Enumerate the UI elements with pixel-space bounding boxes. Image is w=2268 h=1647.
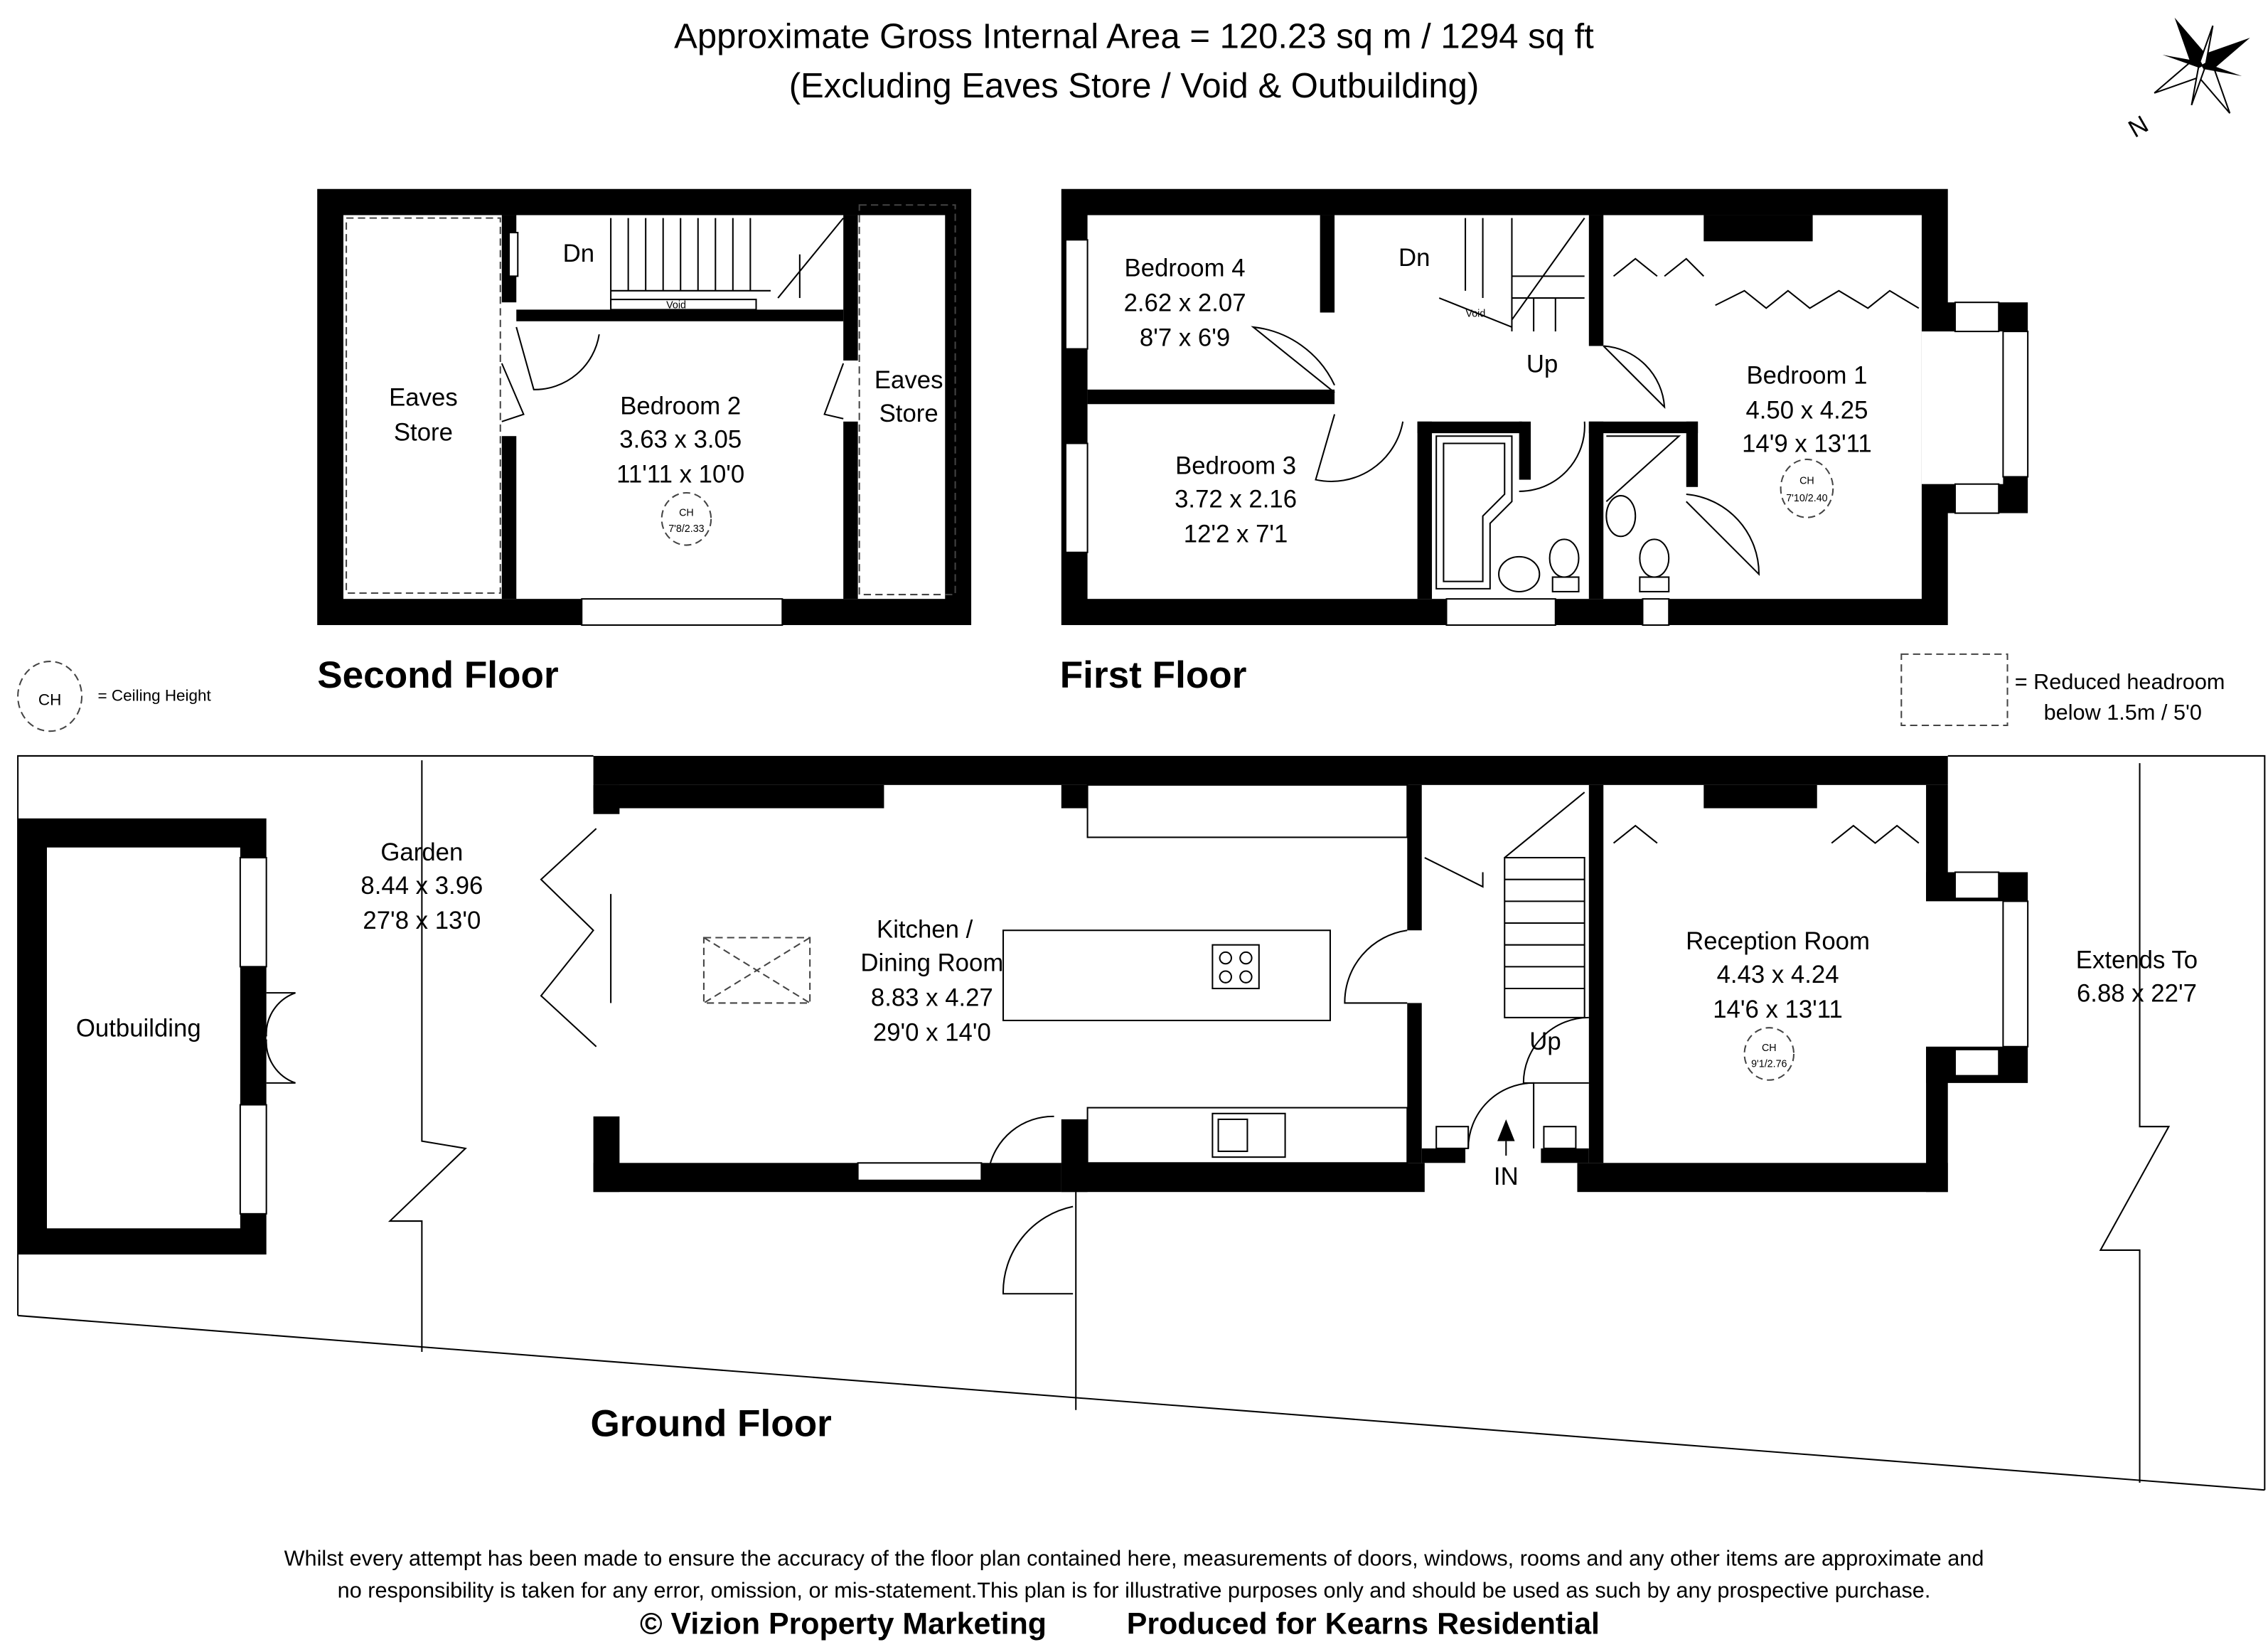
legend-reduced-line1: = Reduced headroom [2015, 670, 2225, 694]
garden-imperial: 27'8 x 13'0 [363, 907, 481, 934]
disclaimer-line1: Whilst every attempt has been made to en… [284, 1547, 1984, 1571]
ceiling-height-marker [660, 491, 712, 546]
door-ensuite[interactable] [1686, 493, 1760, 576]
door-eaves-left[interactable] [501, 363, 525, 422]
ceiling-height-marker [1743, 1027, 1795, 1081]
garden-name: Garden [380, 839, 463, 866]
kitchen-name-2: Dining Room [860, 949, 1003, 976]
bifold-doors[interactable] [540, 828, 597, 1048]
bedroom3-imperial: 12'2 x 7'1 [1184, 521, 1288, 548]
area-title: Approximate Gross Internal Area = 120.23… [674, 17, 1594, 55]
eaves-store-right-label-2: Store [879, 400, 938, 427]
reception-metric: 4.43 x 4.24 [1717, 961, 1839, 988]
skylight [702, 937, 811, 1004]
outbuilding-doors[interactable] [265, 992, 296, 1084]
ch-label: CH [679, 508, 694, 519]
up-label-first: Up [1526, 351, 1558, 378]
door-kitchen-hall[interactable] [1344, 929, 1408, 1004]
ch-label: CH [1799, 476, 1814, 487]
ch-value-bedroom2: 7'8/2.33 [668, 523, 704, 535]
legend-ch-symbol: CH [38, 691, 61, 708]
kitchen-metric: 8.83 x 4.27 [871, 985, 993, 1012]
bedroom2-name: Bedroom 2 [620, 393, 741, 420]
eaves-store-left-label-2: Store [394, 419, 453, 446]
eaves-store-left-area [346, 217, 501, 595]
hob-icon [1211, 944, 1260, 990]
ch-label: CH [1762, 1043, 1777, 1054]
up-label-ground: Up [1529, 1028, 1561, 1055]
bath-icon [1435, 435, 1513, 590]
eaves-store-left-label: Eaves [389, 384, 458, 411]
entrance-arrow-icon [1497, 1119, 1515, 1141]
reduced-headroom-legend-icon [1900, 653, 2008, 727]
area-subtitle: (Excluding Eaves Store / Void & Outbuild… [789, 67, 1480, 105]
ceiling-height-marker [1780, 458, 1834, 518]
shower-icon [1605, 435, 1681, 502]
kitchen-imperial: 29'0 x 14'0 [873, 1020, 991, 1047]
reception-imperial: 14'6 x 13'11 [1713, 996, 1843, 1023]
bedroom4-name: Bedroom 4 [1125, 255, 1246, 282]
produced-for: Produced for Kearns Residential [1127, 1607, 1600, 1641]
door-garden-gate[interactable] [1002, 1205, 1074, 1295]
door-reception[interactable] [1522, 1016, 1589, 1084]
door-bedroom4[interactable] [1251, 326, 1336, 393]
compass-icon [2154, 17, 2250, 114]
door-bedroom2[interactable] [515, 326, 600, 390]
legend-reduced-line2: below 1.5m / 5'0 [2044, 700, 2202, 725]
door-bathroom[interactable] [1519, 421, 1585, 492]
bedroom1-metric: 4.50 x 4.25 [1745, 398, 1868, 425]
second-floor-title: Second Floor [317, 654, 558, 696]
ensuite-basin-icon [1605, 495, 1637, 538]
bedroom4-imperial: 8'7 x 6'9 [1140, 325, 1230, 352]
legend-ch-text: = Ceiling Height [98, 686, 212, 704]
disclaimer-line2: no responsibility is taken for any error… [338, 1578, 1931, 1602]
compass-north-label: N [2124, 111, 2154, 143]
entrance-label: IN [1494, 1163, 1519, 1190]
ch-value-bedroom1: 7'10/2.40 [1786, 493, 1827, 504]
outbuilding-label: Outbuilding [76, 1015, 201, 1042]
bedroom2-metric: 3.63 x 3.05 [619, 427, 742, 454]
extends-metric: 6.88 x 22'7 [2077, 980, 2197, 1007]
door-eaves-right[interactable] [823, 363, 845, 420]
dn-label-first: Dn [1398, 245, 1430, 272]
door-bedroom3[interactable] [1315, 414, 1404, 482]
window-second-floor [581, 598, 783, 626]
kitchen-island [1002, 929, 1331, 1022]
extends-name: Extends To [2076, 947, 2198, 974]
door-kitchen-side[interactable] [988, 1115, 1054, 1171]
ch-value-reception: 9'1/2.76 [1751, 1058, 1787, 1070]
bedroom3-name: Bedroom 3 [1175, 452, 1296, 479]
copyright: © Vizion Property Marketing [640, 1607, 1047, 1641]
ground-stairs [1504, 791, 1585, 1018]
first-floor-title: First Floor [1060, 654, 1247, 696]
reception-name: Reception Room [1686, 928, 1870, 955]
door-bedroom1[interactable] [1603, 345, 1666, 409]
eaves-store-right-label: Eaves [874, 367, 943, 394]
eaves-store-right-area [858, 204, 956, 596]
ground-floor-plan: Outbuilding Garden 8.44 x 3.96 27'8 x 13… [17, 755, 2266, 1491]
ceiling-height-legend-icon [17, 661, 83, 732]
dn-label-second: Dn [563, 240, 594, 267]
bedroom3-metric: 3.72 x 2.16 [1175, 486, 1297, 513]
bedroom4-metric: 2.62 x 2.07 [1124, 289, 1246, 316]
garden-metric: 8.44 x 3.96 [360, 873, 483, 900]
bedroom1-imperial: 14'9 x 13'11 [1742, 431, 1872, 458]
second-floor-plan: Void Dn Eaves Store Eaves Store Bedroom … [317, 188, 972, 626]
bedroom1-name: Bedroom 1 [1746, 363, 1867, 390]
bedroom2-imperial: 11'11 x 10'0 [616, 462, 744, 489]
sink-icon [1211, 1112, 1286, 1158]
void-label-second: Void [666, 299, 686, 311]
basin-icon [1498, 555, 1541, 592]
kitchen-name: Kitchen / [877, 916, 973, 943]
void-label-first: Void [1465, 309, 1485, 320]
ground-floor-title: Ground Floor [590, 1403, 831, 1445]
first-floor-plan: Void Dn Up Bedroom 4 2.62 x 2.07 8'7 x 6… [1061, 188, 2029, 626]
